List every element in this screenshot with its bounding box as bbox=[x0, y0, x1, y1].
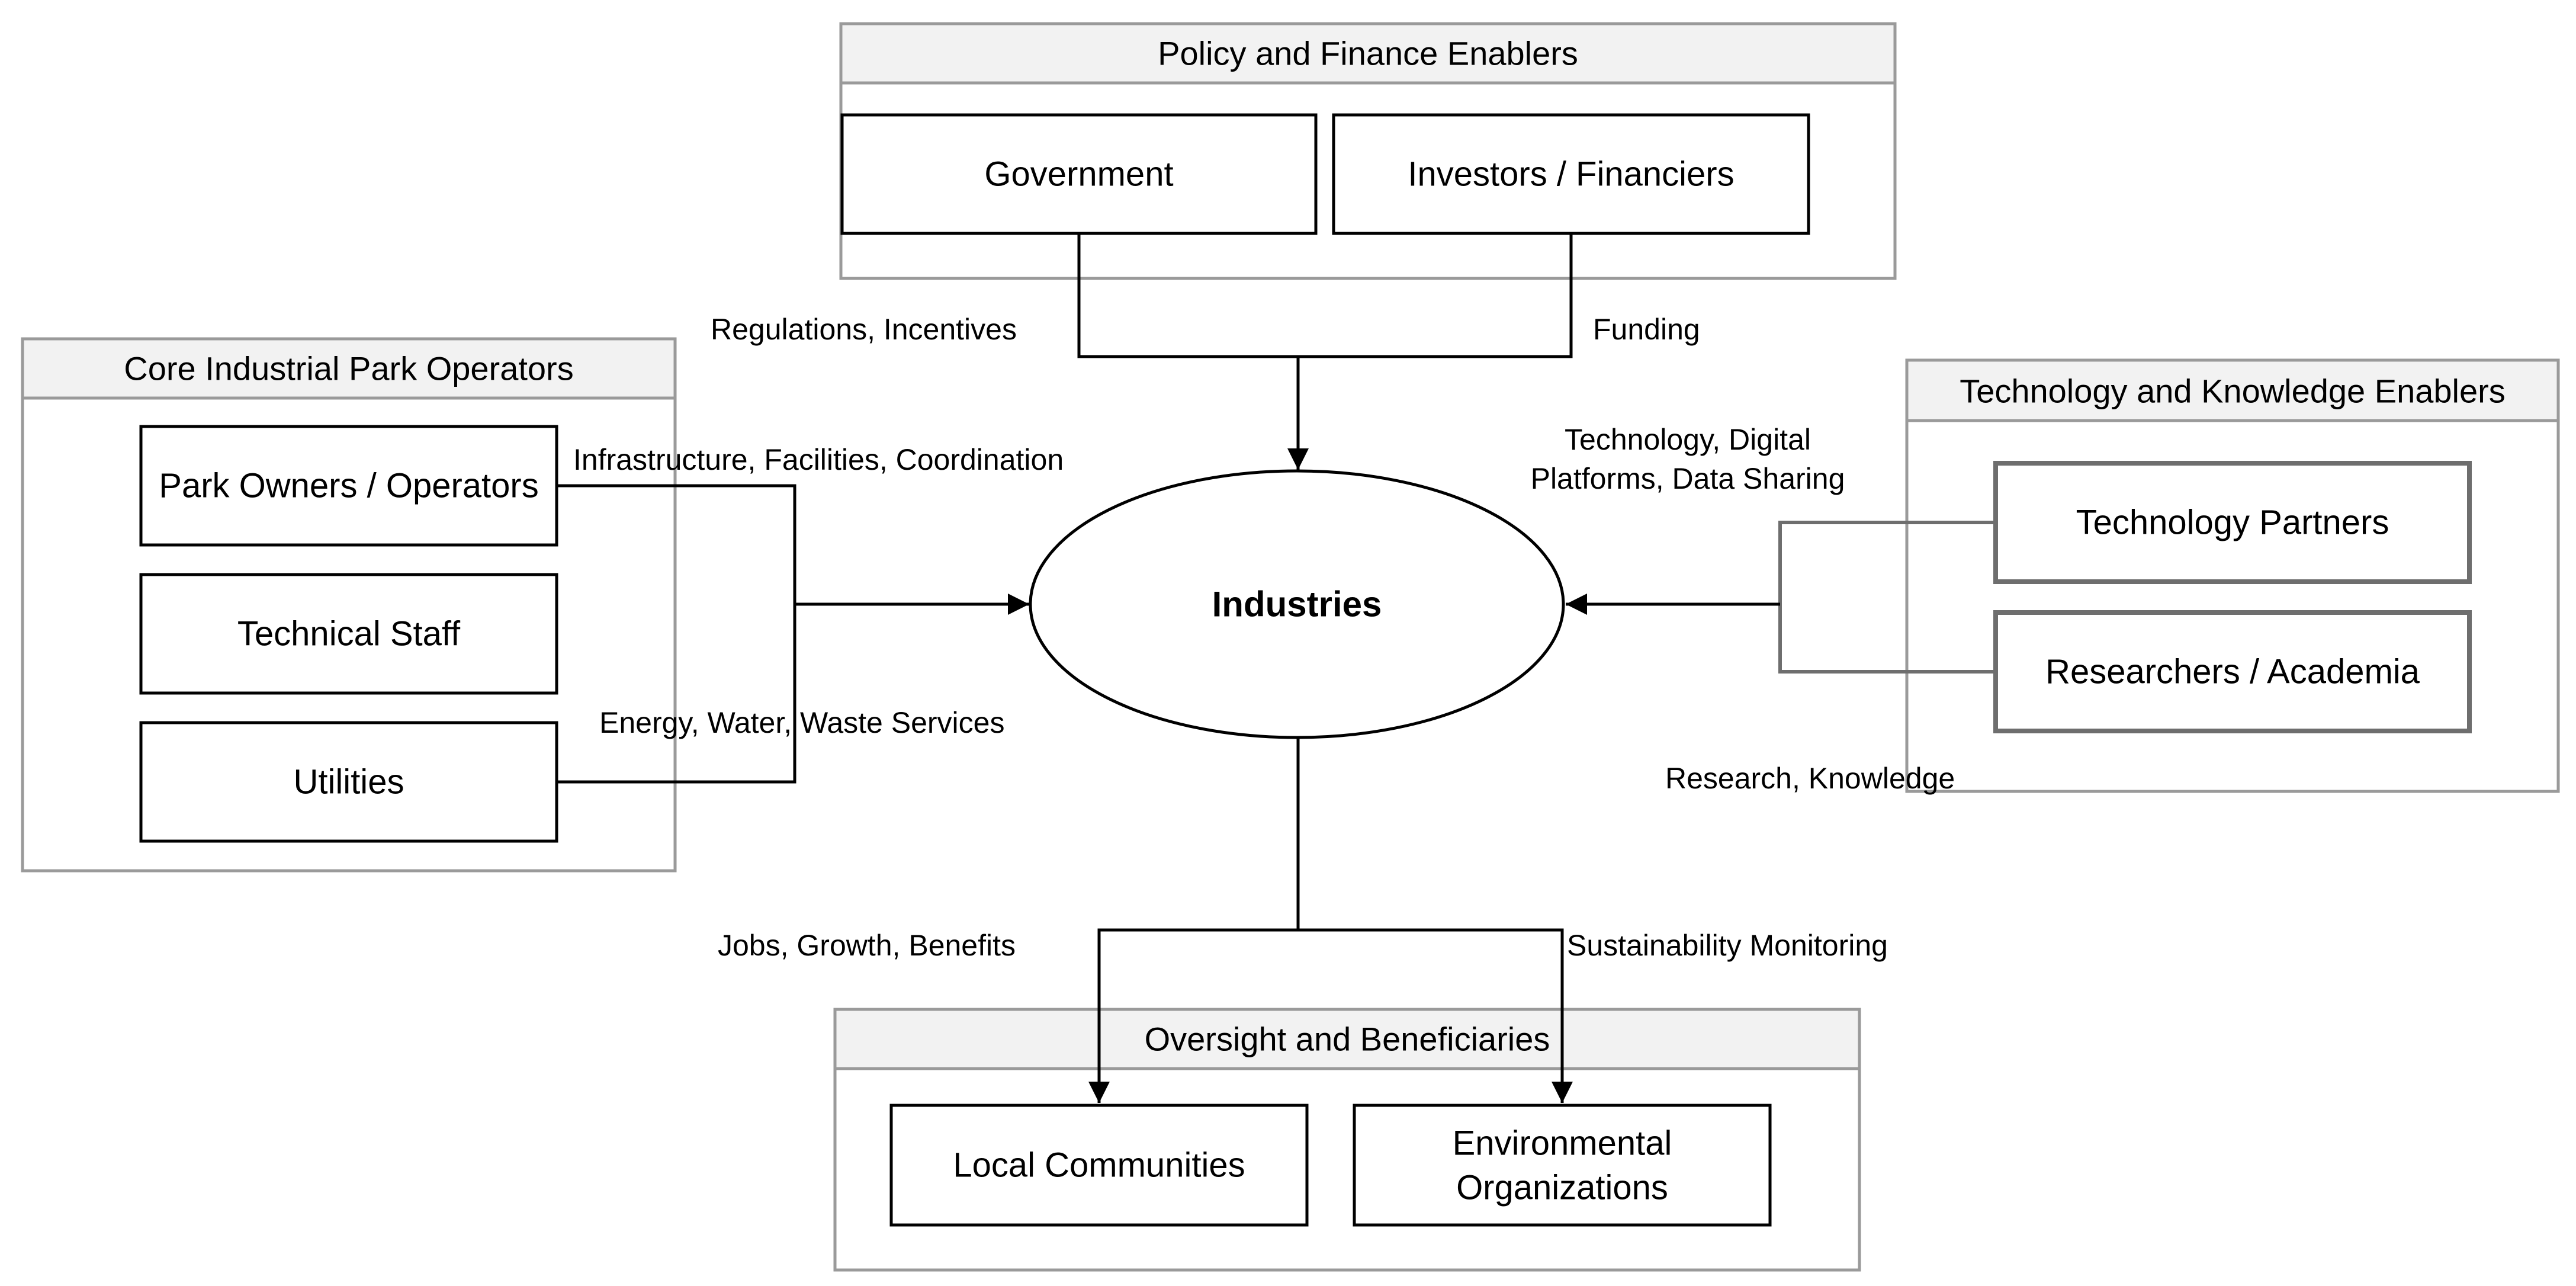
edge-industries-to-communities bbox=[1088, 737, 1300, 1103]
node-environmental-orgs-label-line1: Environmental bbox=[1453, 1124, 1672, 1163]
node-researchers-label: Researchers / Academia bbox=[2045, 653, 2420, 691]
group-tech-knowledge-title: Technology and Knowledge Enablers bbox=[1960, 373, 2506, 410]
group-policy-finance: Policy and Finance Enablers Government I… bbox=[839, 22, 1897, 280]
group-tech-knowledge: Technology and Knowledge Enablers Techno… bbox=[1905, 358, 2560, 793]
node-park-owners-label: Park Owners / Operators bbox=[159, 467, 538, 505]
node-investors[interactable] bbox=[1332, 113, 1810, 235]
edge-label-sustainability: Sustainability Monitoring bbox=[1567, 929, 1888, 962]
node-government-label: Government bbox=[984, 155, 1173, 194]
node-utilities[interactable] bbox=[139, 721, 558, 843]
edge-label-research: Research, Knowledge bbox=[1665, 762, 1955, 795]
edge-label-funding: Funding bbox=[1593, 313, 1700, 346]
group-oversight-header bbox=[833, 1008, 1861, 1070]
edge-policy-merge bbox=[1077, 233, 1573, 358]
node-investors-label: Investors / Financiers bbox=[1408, 155, 1734, 194]
group-oversight-title: Oversight and Beneficiaries bbox=[1145, 1021, 1550, 1058]
group-core-operators: Core Industrial Park Operators Park Owne… bbox=[21, 337, 677, 873]
group-core-operators-title: Core Industrial Park Operators bbox=[124, 350, 573, 387]
node-technology-partners[interactable] bbox=[1993, 461, 2472, 584]
edge-label-regulations: Regulations, Incentives bbox=[711, 313, 1017, 346]
edge-industries-to-environmental bbox=[1298, 928, 1573, 1103]
edge-label-technology-line1: Technology, Digital bbox=[1565, 423, 1811, 456]
edge-tech-merge bbox=[1778, 521, 1996, 674]
group-policy-finance-header bbox=[839, 22, 1897, 85]
group-oversight: Oversight and Beneficiaries Local Commun… bbox=[833, 1008, 1861, 1272]
node-environmental-orgs[interactable] bbox=[1353, 1104, 1772, 1227]
edge-label-jobs: Jobs, Growth, Benefits bbox=[718, 929, 1016, 962]
node-technology-partners-label: Technology Partners bbox=[2076, 504, 2389, 542]
node-park-owners[interactable] bbox=[139, 425, 558, 547]
edge-label-energy: Energy, Water, Waste Services bbox=[599, 706, 1004, 739]
node-technical-staff-label: Technical Staff bbox=[237, 615, 461, 653]
group-core-operators-header bbox=[21, 337, 677, 400]
group-policy-finance-title: Policy and Finance Enablers bbox=[1158, 35, 1578, 72]
node-industries-label: Industries bbox=[1212, 585, 1382, 624]
node-utilities-label: Utilities bbox=[294, 763, 404, 801]
edge-label-technology-line2: Platforms, Data Sharing bbox=[1531, 462, 1845, 495]
node-technical-staff[interactable] bbox=[139, 573, 558, 695]
group-tech-knowledge-header bbox=[1905, 358, 2560, 422]
node-government[interactable] bbox=[840, 113, 1318, 235]
edge-core-merge bbox=[557, 484, 796, 784]
node-environmental-orgs-label-line2: Organizations bbox=[1456, 1169, 1668, 1207]
node-local-communities[interactable] bbox=[889, 1104, 1309, 1227]
edge-label-infrastructure: Infrastructure, Facilities, Coordination bbox=[573, 443, 1064, 476]
node-local-communities-label: Local Communities bbox=[953, 1146, 1245, 1185]
node-researchers[interactable] bbox=[1993, 610, 2472, 733]
